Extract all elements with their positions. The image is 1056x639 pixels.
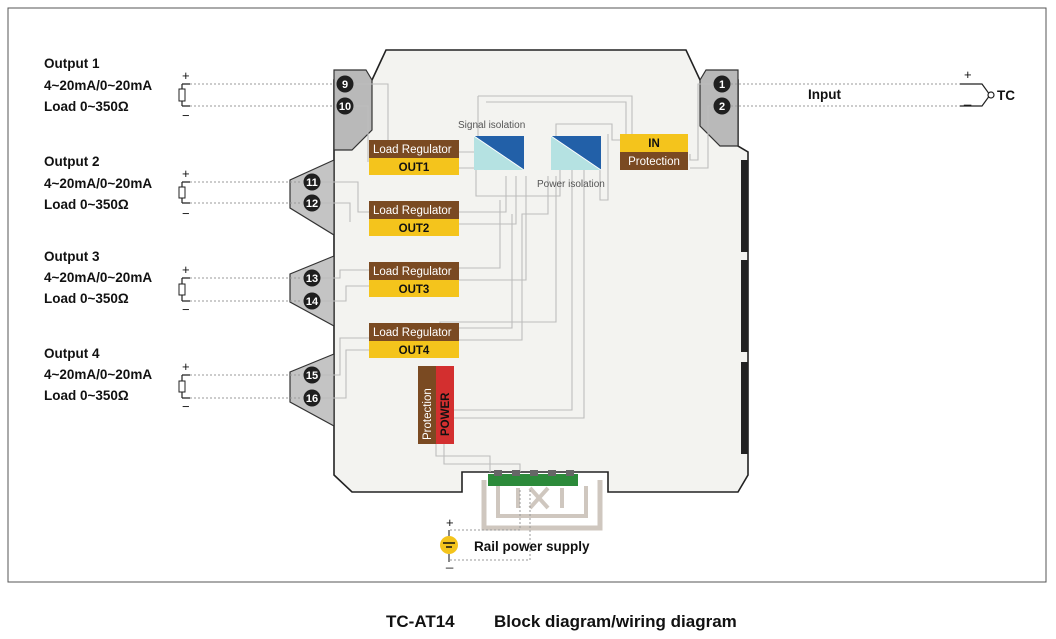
output-3-range: 4~20mA/0~20mA <box>44 270 152 285</box>
svg-text:2: 2 <box>719 101 725 113</box>
svg-text:11: 11 <box>306 177 318 189</box>
output-4-range: 4~20mA/0~20mA <box>44 367 152 382</box>
rail-supply-wire-minus <box>450 488 531 561</box>
output-3-load: Load 0~350Ω <box>44 291 129 306</box>
terminal-14: 14 <box>303 292 321 310</box>
output-1-load: Load 0~350Ω <box>44 99 129 114</box>
svg-text:12: 12 <box>306 198 318 210</box>
load-regulator-2: Load Regulator OUT2 <box>369 201 459 236</box>
out3-label: OUT3 <box>399 284 430 296</box>
power-protection-block: Protection POWER <box>418 366 454 444</box>
terminal-housing-13-14 <box>289 255 335 328</box>
in-protection-label: Protection <box>628 156 680 168</box>
output-2-minus: − <box>182 206 190 221</box>
rail-supply-wire-plus <box>450 488 521 531</box>
svg-text:10: 10 <box>339 101 351 113</box>
svg-text:1: 1 <box>719 79 725 91</box>
rail-power-supply: + _ Rail power supply <box>440 515 590 569</box>
output-3-plus: + <box>182 262 190 277</box>
svg-text:9: 9 <box>342 79 348 91</box>
output-1-minus: − <box>182 108 190 123</box>
output-2-load-resistor <box>178 186 186 199</box>
terminal-2: 2 <box>713 97 731 115</box>
terminal-13: 13 <box>303 269 321 287</box>
output-3-title: Output 3 <box>44 249 100 264</box>
terminal-11: 11 <box>303 173 321 191</box>
load-regulator-4-label: Load Regulator <box>373 327 452 339</box>
output-3-group: Output 3 4~20mA/0~20mA Load 0~350Ω + − <box>44 249 300 317</box>
output-4-load: Load 0~350Ω <box>44 388 129 403</box>
output-1-group: Output 1 4~20mA/0~20mA Load 0~350Ω + − <box>44 56 334 123</box>
load-regulator-1-label: Load Regulator <box>373 144 452 156</box>
output-1-load-resistor <box>178 88 186 102</box>
out2-label: OUT2 <box>399 223 430 235</box>
svg-text:15: 15 <box>306 370 318 382</box>
output-2-range: 4~20mA/0~20mA <box>44 176 152 191</box>
caption-model: TC-AT14 <box>386 612 455 631</box>
terminal-1: 1 <box>713 75 731 93</box>
output-4-load-resistor <box>178 380 186 393</box>
output-3-load-resistor <box>178 283 186 296</box>
load-regulator-2-label: Load Regulator <box>373 205 452 217</box>
input-protection-block: IN Protection <box>620 134 688 170</box>
signal-isolator: Signal isolation <box>458 120 525 171</box>
load-regulator-3: Load Regulator OUT3 <box>369 262 459 297</box>
output-1-range: 4~20mA/0~20mA <box>44 78 152 93</box>
output-4-title: Output 4 <box>44 346 100 361</box>
out4-label: OUT4 <box>399 345 430 357</box>
power-isolation-label: Power isolation <box>537 179 605 190</box>
output-4-minus: − <box>182 399 190 414</box>
rail-plus-sign: + <box>446 515 454 530</box>
output-2-group: Output 2 4~20mA/0~20mA Load 0~350Ω + − <box>44 154 300 221</box>
terminal-9: 9 <box>336 75 354 93</box>
out1-label: OUT1 <box>399 162 430 174</box>
input-minus: _ <box>963 91 972 106</box>
svg-text:13: 13 <box>306 273 318 285</box>
output-4-plus: + <box>182 359 190 374</box>
output-4-group: Output 4 4~20mA/0~20mA Load 0~350Ω + − <box>44 346 300 414</box>
power-protection-label: Protection <box>422 388 434 440</box>
load-regulator-3-label: Load Regulator <box>373 266 452 278</box>
input-plus: + <box>964 67 972 82</box>
caption-title: Block diagram/wiring diagram <box>494 612 737 631</box>
output-2-title: Output 2 <box>44 154 100 169</box>
input-group: + _ Input TC <box>731 67 1015 107</box>
output-3-minus: − <box>182 302 190 317</box>
svg-text:16: 16 <box>306 393 318 405</box>
output-1-plus: + <box>182 68 190 83</box>
rail-minus-sign: _ <box>445 554 454 569</box>
terminal-10: 10 <box>336 97 354 115</box>
in-label: IN <box>648 138 660 150</box>
terminal-12: 12 <box>303 194 321 212</box>
signal-isolation-label: Signal isolation <box>458 120 525 131</box>
power-isolator: Power isolation <box>537 135 605 190</box>
terminal-16: 16 <box>303 389 321 407</box>
right-rail-3 <box>741 362 748 454</box>
right-rail-1 <box>741 160 748 252</box>
load-regulator-1: Load Regulator OUT1 <box>369 140 459 175</box>
rail-power-supply-label: Rail power supply <box>474 539 590 554</box>
battery-icon <box>440 536 458 554</box>
input-label: Input <box>808 87 841 102</box>
diagram-frame <box>7 7 1047 583</box>
output-2-load: Load 0~350Ω <box>44 197 129 212</box>
rail-bus-connector <box>481 470 603 531</box>
power-label: POWER <box>440 392 452 436</box>
terminal-15: 15 <box>303 366 321 384</box>
load-regulator-4: Load Regulator OUT4 <box>369 323 459 358</box>
output-1-title: Output 1 <box>44 56 100 71</box>
input-sensor-label: TC <box>997 88 1015 103</box>
output-2-plus: + <box>182 166 190 181</box>
right-rail-2 <box>741 260 748 352</box>
svg-text:14: 14 <box>306 296 319 308</box>
